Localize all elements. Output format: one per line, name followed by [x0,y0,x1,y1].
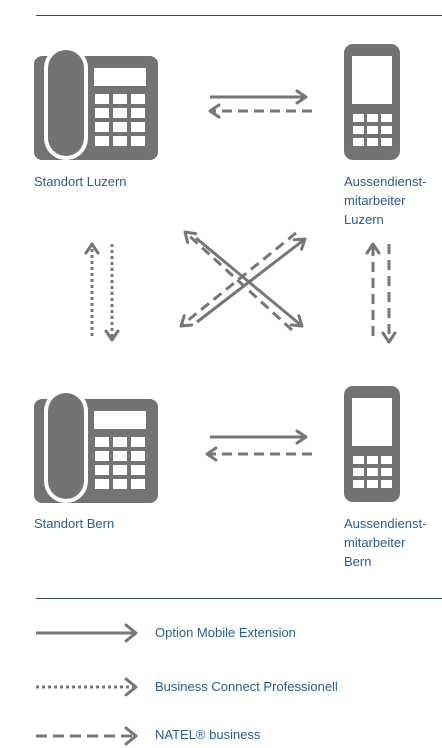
label-aussendienst-luzern: Aussendienst- mitarbeiter Luzern [344,174,427,227]
legend-label-dashed: NATEL® business [155,727,261,742]
label-aussendienst-bern: Aussendienst- mitarbeiter Bern [344,516,427,569]
legend-dashed-arrow-icon [36,726,138,746]
label-standort-bern: Standort Bern [34,516,115,531]
desk-phone-icon [34,46,158,160]
mobile-phone-icon [344,386,400,502]
legend-divider [36,598,442,599]
legend-row-dotted: Business Connect Professionell [34,675,442,699]
top-divider [36,15,442,16]
legend-label-dotted: Business Connect Professionell [155,679,338,694]
arrow-solid-diagonal-bern-desk-to-luzern-mobile [196,237,307,324]
mobile-phone-icon [344,44,400,160]
arrow-dashed-diagonal-bern-mobile-to-luzern-desk [183,230,294,332]
desk-phone-icon [34,389,158,503]
legend-solid-arrow-icon [36,623,138,643]
legend-label-solid: Option Mobile Extension [155,625,296,640]
legend-dotted-arrow-icon [36,677,138,697]
label-standort-luzern: Standort Luzern [34,174,127,189]
legend-row-dashed: NATEL® business [34,724,442,748]
legend-row-solid: Option Mobile Extension [34,621,442,645]
arrow-dashed-diagonal-luzern-mobile-to-bern-desk [179,231,297,328]
